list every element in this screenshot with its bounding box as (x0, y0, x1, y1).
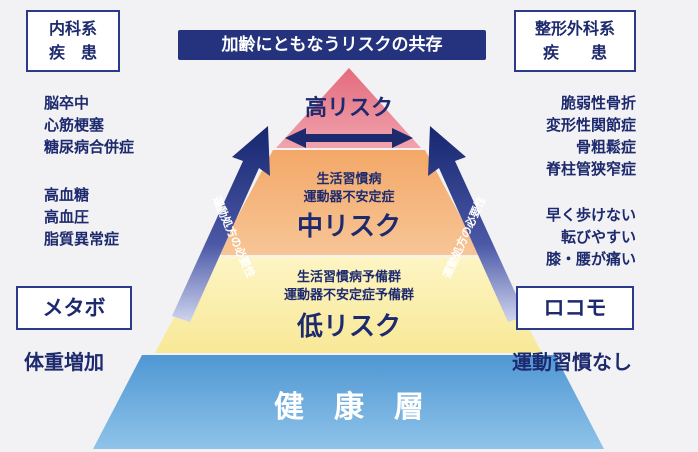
list-item: 転びやすい (560, 228, 636, 246)
list-item: 脳卒中 (44, 94, 90, 112)
list-item: 脂質異常症 (44, 230, 120, 248)
base-tier (93, 355, 604, 449)
list-item: 糖尿病合併症 (44, 138, 135, 156)
list-item: 脆弱性骨折 (560, 94, 636, 112)
locomo-box: ロコモ (516, 286, 634, 330)
mid-tier-line-1: 生活習慣病 (316, 172, 382, 187)
healthy-layer-label: 健 康 層 (274, 390, 424, 425)
internal-disease-list: 脳卒中 心筋梗塞 糖尿病合併症 (44, 92, 134, 158)
orthopedic-disease-list: 脆弱性骨折 変形性関節症 骨粗鬆症 脊柱管狭窄症 (546, 92, 636, 180)
arrow-left-icon (172, 126, 270, 322)
internal-medicine-box: 内科系 疾 患 (26, 10, 120, 72)
internal-medicine-label-1: 内科系 (48, 19, 97, 38)
metabolic-condition-list: 高血糖 高血圧 脂質異常症 (44, 184, 119, 250)
arrow-right-icon (428, 126, 526, 322)
list-item: 膝・腰が痛い (545, 250, 636, 268)
top-tier (276, 68, 421, 148)
list-item: 変形性関節症 (545, 116, 636, 134)
low-tier-line-2: 運動器不安定症予備群 (283, 288, 414, 303)
list-item: 脊柱管狭窄症 (545, 160, 636, 178)
mid-risk-label: 中リスク (296, 212, 401, 242)
list-item: 早く歩けない (545, 206, 636, 224)
low-tier-line-1: 生活習慣病予備群 (296, 270, 401, 285)
low-risk-label: 低リスク (296, 312, 401, 342)
internal-medicine-label-2: 疾 患 (48, 43, 97, 62)
list-item: 心筋梗塞 (44, 116, 105, 134)
diagram-title: 加齢にともなうリスクの共存 (178, 30, 486, 60)
orthopedic-label-1: 整形外科系 (534, 19, 615, 38)
list-item: 高血糖 (44, 186, 90, 204)
orthopedic-box: 整形外科系 疾 患 (514, 10, 636, 72)
list-item: 骨粗鬆症 (575, 138, 636, 156)
mid-tier-line-2: 運動器不安定症 (303, 190, 395, 205)
weight-gain-label: 体重増加 (24, 350, 104, 374)
orthopedic-label-2: 疾 患 (542, 43, 607, 62)
low-tier (155, 257, 542, 353)
high-risk-label: 高リスク (304, 96, 393, 121)
no-exercise-label: 運動習慣なし (512, 350, 632, 374)
locomotive-symptom-list: 早く歩けない 転びやすい 膝・腰が痛い (546, 204, 636, 270)
mid-tier (217, 150, 481, 255)
double-arrow-icon (285, 128, 413, 148)
metabo-box: メタボ (16, 286, 132, 330)
list-item: 高血圧 (44, 208, 90, 226)
